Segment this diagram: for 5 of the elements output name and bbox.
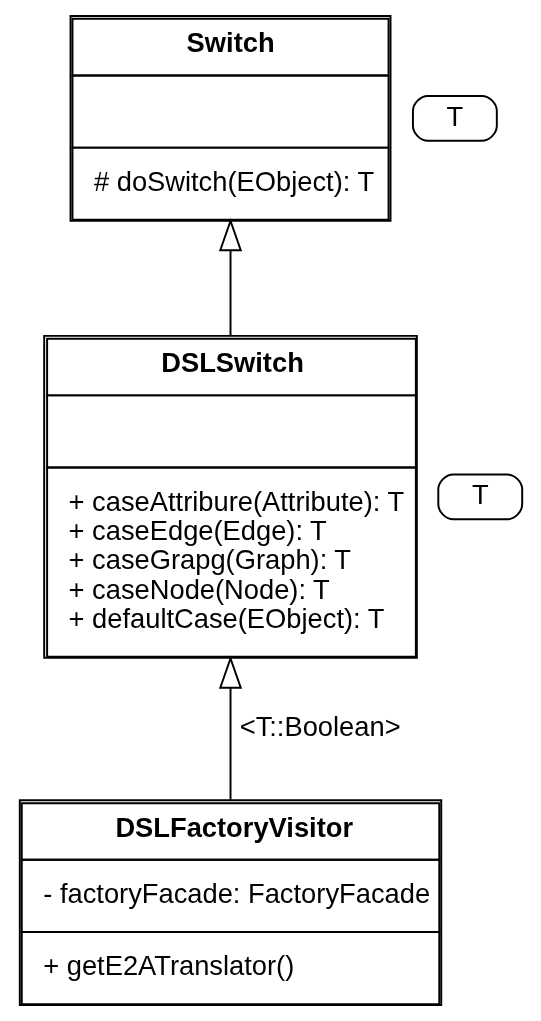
edge-label: <T::Boolean>	[239, 711, 401, 743]
arrow	[218, 655, 242, 801]
node-box: T	[411, 94, 498, 142]
node-box: T	[436, 473, 523, 521]
arrow	[218, 218, 242, 337]
